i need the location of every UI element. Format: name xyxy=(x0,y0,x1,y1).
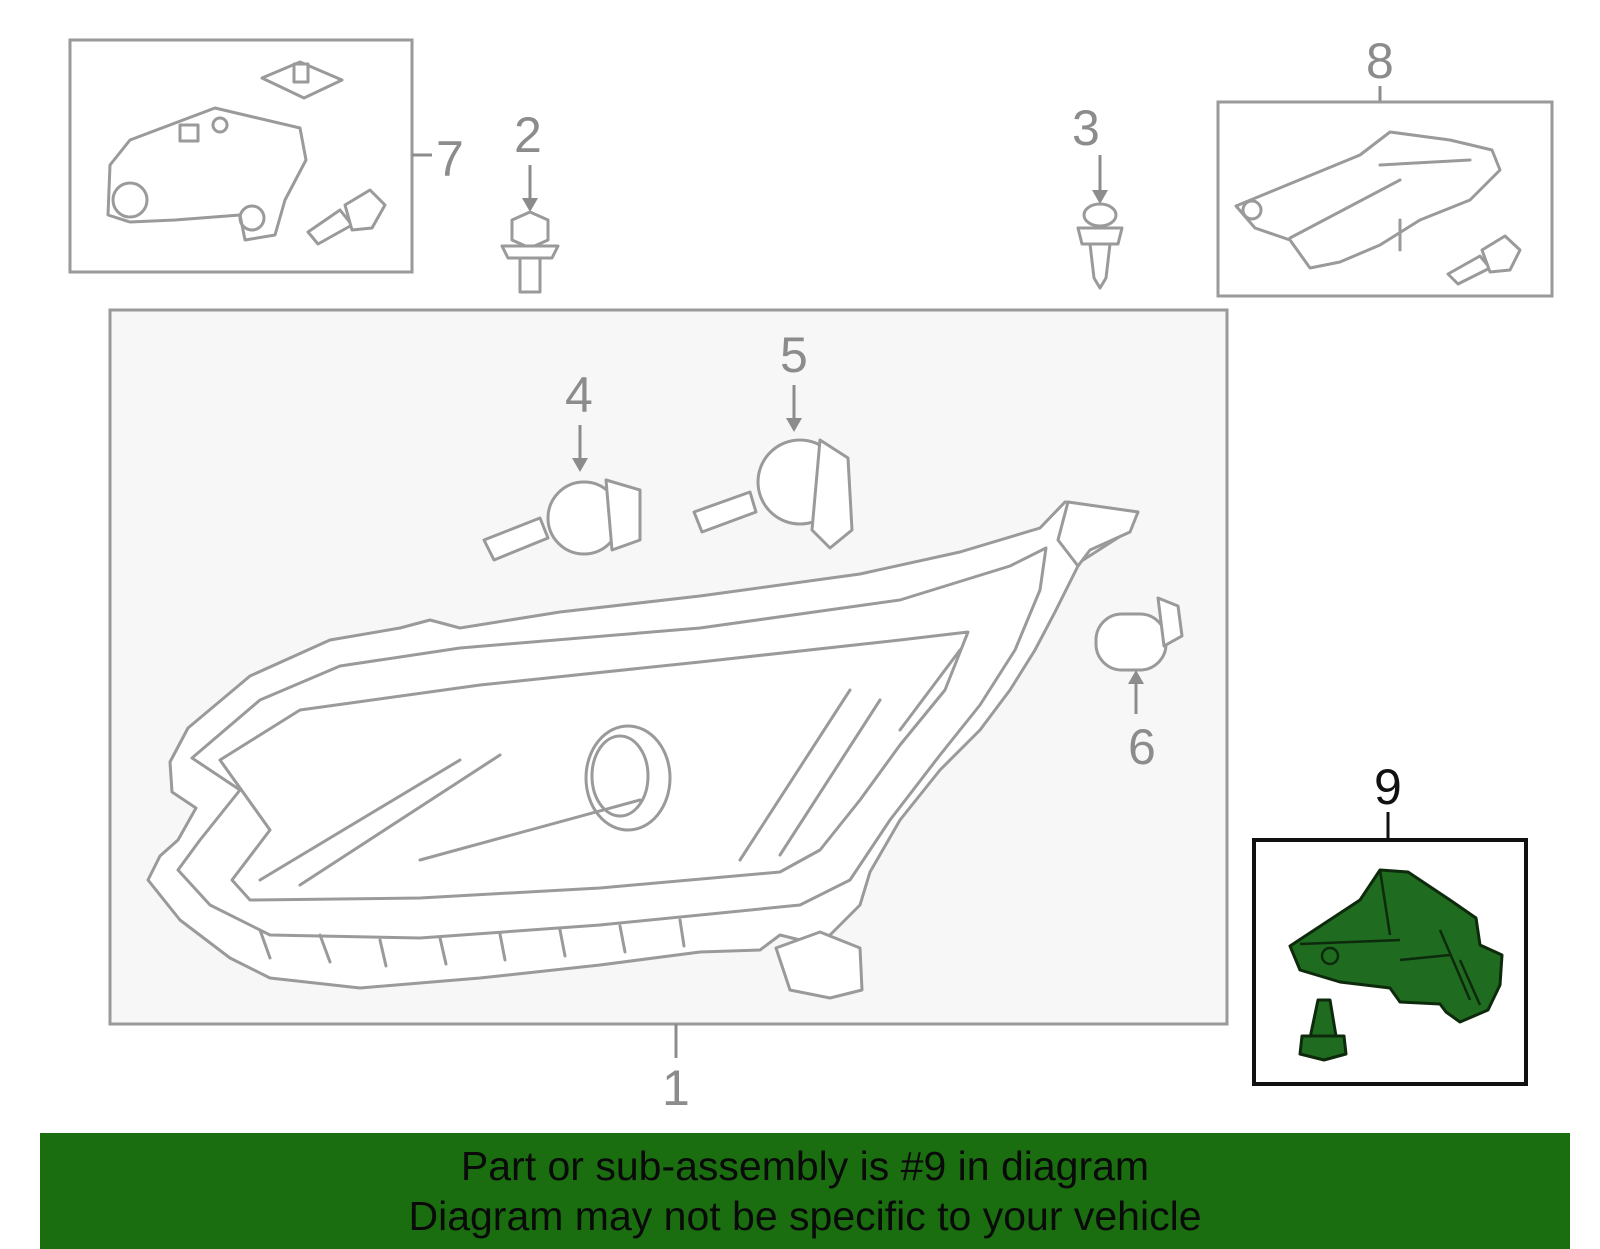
callout-4: 4 xyxy=(565,367,593,423)
part-6-arrow xyxy=(1128,670,1144,684)
part-9-group[interactable]: 9 xyxy=(1252,759,1528,1086)
callout-1: 1 xyxy=(662,1060,690,1116)
clip-3-collar xyxy=(1076,226,1124,246)
headlight-light-bars xyxy=(258,648,962,887)
headlight-mount-tab xyxy=(1056,500,1140,568)
screw-7-icon xyxy=(306,208,354,246)
part-2-group[interactable]: 2 xyxy=(500,107,560,294)
callout-5: 5 xyxy=(780,327,808,383)
banner-line-disclaimer: Diagram may not be specific to your vehi… xyxy=(408,1193,1202,1239)
part-8-group[interactable]: 8 xyxy=(1216,33,1554,298)
bulb-4-socket xyxy=(604,478,642,552)
bracket-8-ribs xyxy=(1288,158,1472,252)
headlight-bezel-line xyxy=(176,546,1048,940)
part-9-box xyxy=(1252,838,1528,1086)
part-3-arrow xyxy=(1092,190,1108,204)
clip-3-head-icon xyxy=(1082,202,1118,228)
banner-line-part: Part or sub-assembly is #9 in diagram xyxy=(460,1143,1150,1189)
part-8-box xyxy=(1216,100,1554,298)
part-7-group[interactable]: 7 xyxy=(68,38,464,274)
headlight-lens-line xyxy=(218,630,970,902)
headlight-housing-icon xyxy=(146,500,1140,990)
projector-lens-inner xyxy=(590,734,650,818)
screw-7-head xyxy=(343,188,387,232)
part-2-arrow xyxy=(522,198,538,212)
projector-lens-icon xyxy=(584,724,672,832)
callout-9: 9 xyxy=(1374,759,1402,815)
callout-2: 2 xyxy=(514,107,542,163)
bulb-4-glass-icon xyxy=(482,516,550,562)
screw-8-head xyxy=(1480,234,1522,274)
bracket-9-body-icon xyxy=(1288,868,1504,1024)
bracket-8-hole xyxy=(1241,199,1263,221)
screw-9-icon xyxy=(1308,998,1338,1040)
part-5-arrow xyxy=(786,418,802,432)
bracket-7-hole-2 xyxy=(238,204,266,232)
bolt-2-flange xyxy=(500,244,560,260)
callout-8: 8 xyxy=(1366,33,1394,89)
part-3-group[interactable]: 3 xyxy=(1072,100,1124,290)
bracket-7-pin xyxy=(211,116,229,134)
bulb-5-glass-icon xyxy=(692,490,758,534)
bracket-9-hole xyxy=(1320,946,1340,966)
bulb-5-socket xyxy=(810,438,854,550)
part-info-banner: Part or sub-assembly is #9 in diagram Di… xyxy=(40,1133,1570,1249)
bracket-7-body-icon xyxy=(106,106,308,242)
bracket-8-body-icon xyxy=(1234,130,1502,270)
bolt-2-shank xyxy=(518,256,542,294)
part-5-group[interactable]: 5 xyxy=(692,327,854,550)
part-4-group[interactable]: 4 xyxy=(482,367,642,562)
callout-6: 6 xyxy=(1128,719,1156,775)
part-4-arrow xyxy=(572,458,588,472)
callout-7: 7 xyxy=(436,131,464,187)
callout-3: 3 xyxy=(1072,100,1100,156)
headlight-connector-icon xyxy=(774,930,864,1000)
screw-9-head xyxy=(1298,1034,1348,1062)
bulb-6-glass-icon xyxy=(1094,612,1168,672)
screw-8-icon xyxy=(1446,254,1492,286)
bracket-7-boss xyxy=(178,123,200,143)
bolt-2-head-icon xyxy=(510,210,550,250)
bracket-7-hole xyxy=(111,181,149,219)
clip-3-stem xyxy=(1088,242,1112,290)
part-1-group[interactable]: 1 4 5 xyxy=(108,308,1229,1116)
part-6-group[interactable]: 6 xyxy=(1094,596,1184,775)
bracket-9-edges xyxy=(1299,869,1482,1006)
clip-nut-stud xyxy=(292,62,310,84)
bulb-6-socket xyxy=(1156,596,1184,648)
headlight-bottom-fins xyxy=(258,918,686,968)
